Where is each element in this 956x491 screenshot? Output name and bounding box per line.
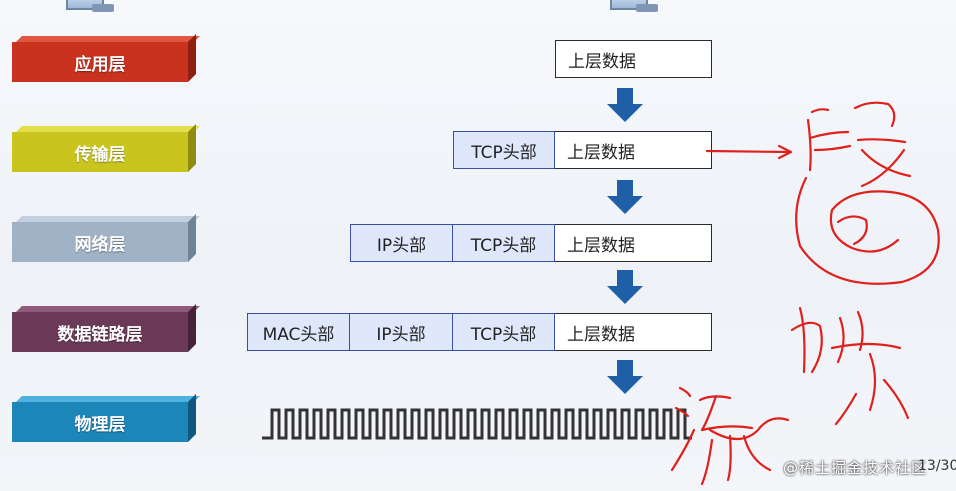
down-arrow-icon — [607, 88, 643, 122]
layer-label: 传输层 — [12, 132, 188, 172]
layer-label: 数据链路层 — [12, 312, 188, 352]
receiver-computer-icon — [600, 0, 662, 14]
layer-transport: 传输层 — [12, 124, 200, 172]
layer-network: 网络层 — [12, 214, 200, 262]
transport-data-box: 上层数据 — [555, 131, 712, 169]
network-tcp-header-box: TCP头部 — [453, 224, 555, 262]
datalink-data-box: 上层数据 — [555, 313, 712, 351]
datalink-mac-header-box: MAC头部 — [247, 313, 350, 351]
datalink-ip-header-box: IP头部 — [350, 313, 453, 351]
layer-physical: 物理层 — [12, 394, 200, 442]
down-arrow-icon — [607, 270, 643, 304]
datalink-tcp-header-box: TCP头部 — [453, 313, 555, 351]
app-data-box: 上层数据 — [555, 40, 712, 78]
watermark-text: @稀土掘金技术社区 — [783, 459, 928, 477]
sender-computer-icon — [56, 0, 118, 14]
layer-datalink: 数据链路层 — [12, 304, 200, 352]
down-arrow-icon — [607, 180, 643, 214]
network-ip-header-box: IP头部 — [350, 224, 453, 262]
layer-label: 应用层 — [12, 42, 188, 82]
square-wave-signal — [262, 408, 692, 440]
down-arrow-icon — [607, 360, 643, 394]
layer-label: 物理层 — [12, 402, 188, 442]
layer-application: 应用层 — [12, 34, 200, 82]
network-data-box: 上层数据 — [555, 224, 712, 262]
page-number: 13/30 — [918, 458, 956, 474]
transport-tcp-header-box: TCP头部 — [453, 131, 555, 169]
layer-label: 网络层 — [12, 222, 188, 262]
